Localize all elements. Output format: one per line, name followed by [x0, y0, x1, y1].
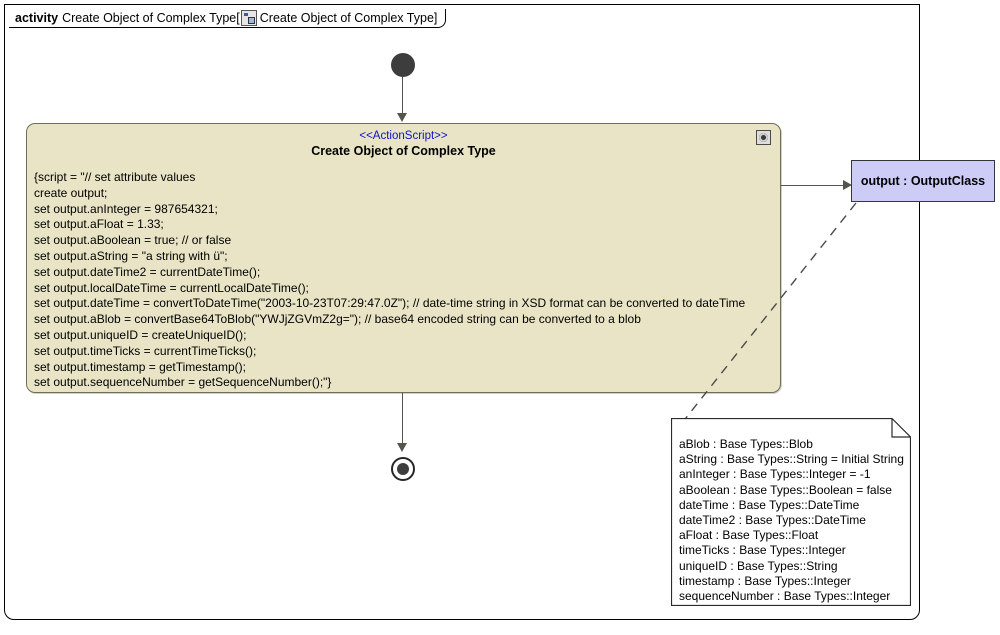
action-node-create-object[interactable]: <<ActionScript>> Create Object of Comple…	[26, 123, 781, 393]
script-line: set output.dateTime2 = currentDateTime()…	[34, 264, 261, 279]
frame-bracket-close: ]	[433, 10, 438, 25]
script-line: set output.timestamp = getTimestamp();	[34, 359, 246, 374]
script-line: set output.aBoolean = true; // or false	[34, 233, 232, 248]
note-shape	[671, 418, 911, 606]
note-line: timeTicks : Base Types::Integer	[679, 543, 846, 558]
activity-diagram-icon	[240, 10, 257, 26]
script-line: set output.localDateTime = currentLocalD…	[34, 280, 309, 295]
control-flow-initial-to-action[interactable]	[402, 77, 403, 119]
script-line: set output.aFloat = 1.33;	[34, 217, 164, 232]
script-line: create output;	[34, 185, 108, 200]
script-line: set output.timeTicks = currentTimeTicks(…	[34, 343, 257, 358]
action-title: Create Object of Complex Type	[311, 144, 496, 158]
note-line: timestamp : Base Types::Integer	[679, 573, 851, 588]
script-line: {script = "// set attribute values	[34, 170, 196, 184]
frame-label: activity Create Object of Complex Type […	[9, 9, 447, 28]
object-flow-arrowhead	[843, 180, 852, 190]
frame-keyword: activity	[15, 10, 59, 25]
script-line: set output.aBlob = convertBase64ToBlob("…	[34, 312, 641, 327]
script-line: set output.dateTime = convertToDateTime(…	[34, 296, 746, 311]
control-flow-action-to-final[interactable]	[402, 393, 403, 449]
initial-node[interactable]	[391, 53, 415, 77]
note-line: aString : Base Types::String = Initial S…	[679, 452, 904, 467]
frame-name: Create Object of Complex Type	[62, 10, 237, 25]
note-line: aBoolean : Base Types::Boolean = false	[679, 482, 892, 497]
frame-bracket-open: [	[236, 10, 240, 25]
control-flow-final-arrowhead	[397, 443, 407, 452]
control-flow-initial-arrowhead	[397, 113, 407, 122]
note-line: uniqueID : Base Types::String	[679, 558, 838, 573]
action-stereotype: <<ActionScript>>	[359, 130, 448, 142]
note-line: aBlob : Base Types::Blob	[679, 437, 813, 451]
note-line: dateTime : Base Types::DateTime	[679, 497, 860, 512]
note-line: anInteger : Base Types::Integer = -1	[679, 467, 871, 482]
script-line: set output.anInteger = 987654321;	[34, 201, 218, 216]
script-line: set output.sequenceNumber = getSequenceN…	[34, 375, 332, 390]
script-line: set output.aString = "a string with ü";	[34, 248, 228, 263]
object-node-label: output : OutputClass	[860, 174, 986, 188]
note-line: dateTime2 : Base Types::DateTime	[679, 513, 866, 528]
script-line: set output.uniqueID = createUniqueID();	[34, 327, 247, 342]
object-node-output[interactable]: output : OutputClass	[851, 160, 995, 202]
script-gear-icon	[756, 130, 771, 145]
note-line: aFloat : Base Types::Float	[679, 528, 819, 543]
note-line: sequenceNumber : Base Types::Integer	[679, 589, 891, 604]
frame-diagram-name: Create Object of Complex Type	[259, 10, 434, 25]
object-flow-action-to-output[interactable]	[781, 185, 849, 186]
activity-final-node[interactable]	[391, 457, 415, 481]
